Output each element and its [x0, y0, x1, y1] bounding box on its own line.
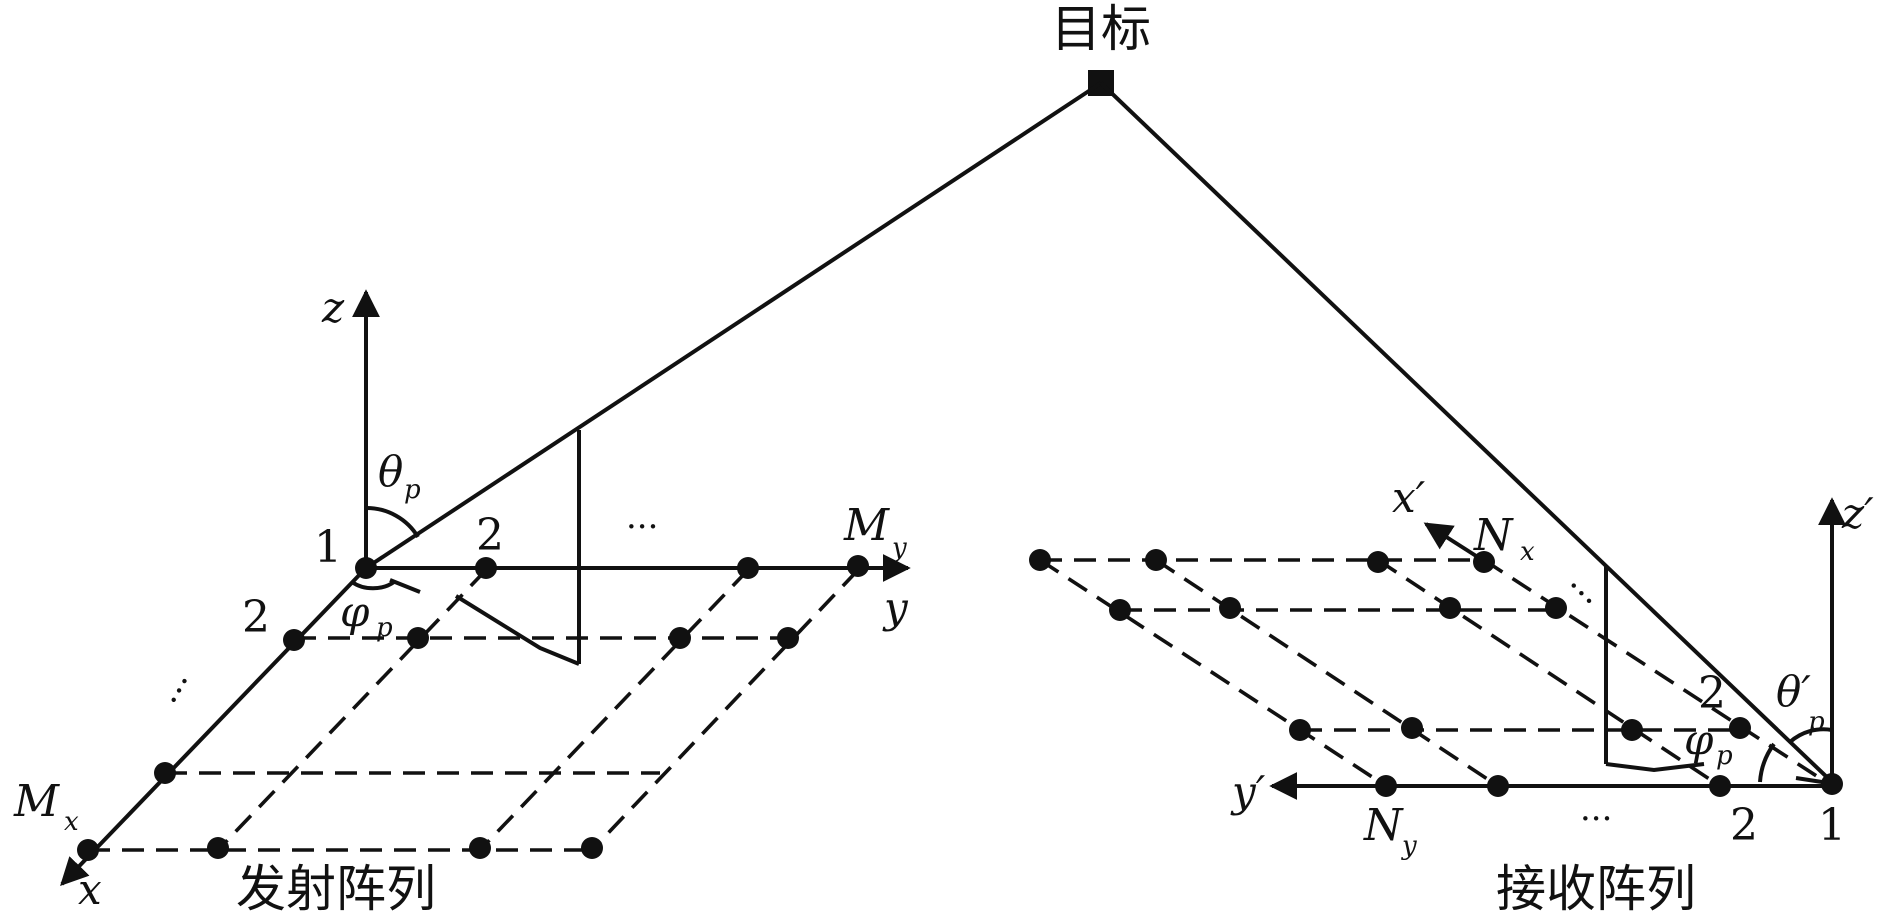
rx-array-label: 接收阵列 [1496, 860, 1696, 912]
rx-y-dots: ··· [1580, 799, 1612, 839]
tx-element [469, 837, 491, 859]
tx-element [737, 557, 759, 579]
tx-grid-col [216, 568, 488, 852]
rx-y-label: y′ [1230, 767, 1266, 816]
tx-projection-base [454, 594, 580, 666]
rx-theta-sub: p [1808, 707, 1825, 737]
rx-Ny-label: N [1363, 800, 1404, 851]
tx-Mx-label: M [13, 776, 60, 827]
tx-theta-label: θ [378, 447, 403, 496]
rx-theta-label: θ′ [1776, 667, 1811, 716]
rx-array: z′ y′ x′ θ′ p φ p 1 2 ··· N y 2 ··· N x … [1029, 473, 1874, 912]
rx-Nx-label: N [1473, 510, 1514, 561]
tx-grid-col [478, 568, 750, 852]
tx-element [355, 557, 377, 579]
tx-x-dots: ··· [154, 667, 205, 715]
tx-x-axis [60, 566, 368, 887]
tx-origin-label: 1 [314, 522, 342, 573]
rx-line-of-sight [1099, 81, 1834, 784]
tx-element [283, 629, 305, 651]
rx-z-label: z′ [1841, 489, 1874, 538]
tx-Mx-sub: x [64, 807, 79, 837]
tx-element [777, 627, 799, 649]
tx-element [475, 557, 497, 579]
rx-x-axis [1423, 522, 1486, 563]
tx-element [407, 627, 429, 649]
tx-element [154, 762, 176, 784]
rx-element [1367, 551, 1389, 573]
tx-x2-label: 2 [242, 592, 270, 643]
tx-phi-sub: p [376, 613, 393, 643]
tx-theta-arc [365, 505, 420, 539]
tx-phi-arc [350, 580, 396, 591]
rx-element [1821, 773, 1843, 795]
rx-element [1219, 597, 1241, 619]
tx-projection-tick [389, 578, 421, 594]
tx-grid-col [590, 568, 860, 852]
rx-element [1401, 717, 1423, 739]
tx-y-dots: ··· [626, 507, 658, 547]
rx-x-label: x′ [1392, 473, 1426, 522]
tx-y2-label: 2 [476, 510, 504, 561]
tx-array: z y x θ p φ p 1 2 ··· M y 2 ··· M x 发射阵列 [13, 283, 911, 912]
tx-element [669, 627, 691, 649]
rx-y2-label: 2 [1730, 800, 1758, 851]
tx-y-label: y [882, 583, 909, 632]
rx-grid-col [1039, 558, 1387, 788]
tx-element [207, 837, 229, 859]
tx-My-label: M [843, 500, 890, 551]
rx-grid-col [1155, 558, 1499, 788]
tx-x-label: x [78, 865, 102, 912]
tx-array-label: 发射阵列 [236, 860, 436, 912]
tx-z-label: z [321, 283, 345, 332]
tx-line-of-sight [364, 81, 1103, 570]
rx-element [1109, 599, 1131, 621]
rx-theta-arc [1788, 727, 1833, 744]
rx-x2-label: 2 [1698, 668, 1726, 719]
rx-projection-tick [1795, 776, 1823, 784]
rx-element [1621, 719, 1643, 741]
rx-element [1029, 549, 1051, 571]
rx-projection-base [1605, 762, 1705, 773]
rx-element [1145, 549, 1167, 571]
rx-origin-label: 1 [1818, 800, 1846, 851]
rx-element [1545, 597, 1567, 619]
tx-phi-label: φ [340, 587, 370, 636]
rx-phi-label: φ [1684, 715, 1714, 764]
rx-element [1473, 551, 1495, 573]
tx-element [581, 837, 603, 859]
target-label: 目标 [1051, 0, 1151, 58]
tx-element [847, 555, 869, 577]
rx-phi-arc [1758, 742, 1776, 783]
rx-grid-col [1377, 558, 1721, 788]
tx-theta-sub: p [404, 475, 421, 505]
tx-My-sub: y [891, 533, 907, 563]
rx-element [1375, 775, 1397, 797]
tx-element [77, 839, 99, 861]
rx-phi-sub: p [1716, 741, 1733, 771]
rx-element [1709, 775, 1731, 797]
rx-element [1289, 719, 1311, 741]
rx-element [1729, 717, 1751, 739]
rx-element [1487, 775, 1509, 797]
rx-element [1439, 597, 1461, 619]
rx-Ny-sub: y [1401, 831, 1417, 861]
rx-grid-col [1483, 558, 1833, 788]
rx-Nx-sub: x [1520, 537, 1535, 567]
